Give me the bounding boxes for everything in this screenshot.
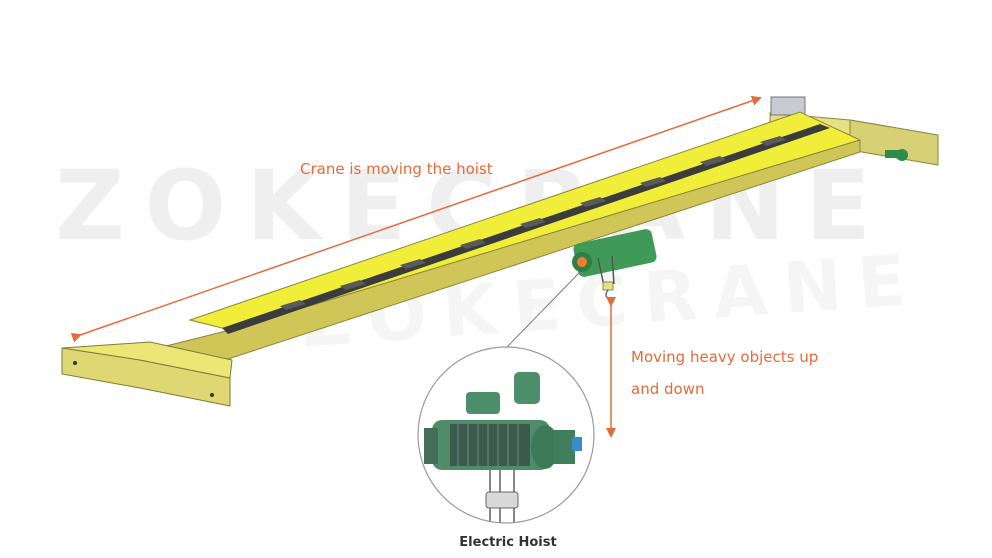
end-beam-near: [61, 341, 233, 407]
hoist-moving-label: Moving heavy objects up and down: [631, 348, 819, 398]
main-girder: [149, 111, 862, 373]
crane-moving-label: Crane is moving the hoist: [300, 160, 493, 178]
hoist-caption: Electric Hoist: [459, 535, 557, 550]
crane-travel-arrow: [70, 95, 762, 343]
callout-connector: [505, 271, 581, 349]
hoist-closeup: [417, 346, 595, 524]
